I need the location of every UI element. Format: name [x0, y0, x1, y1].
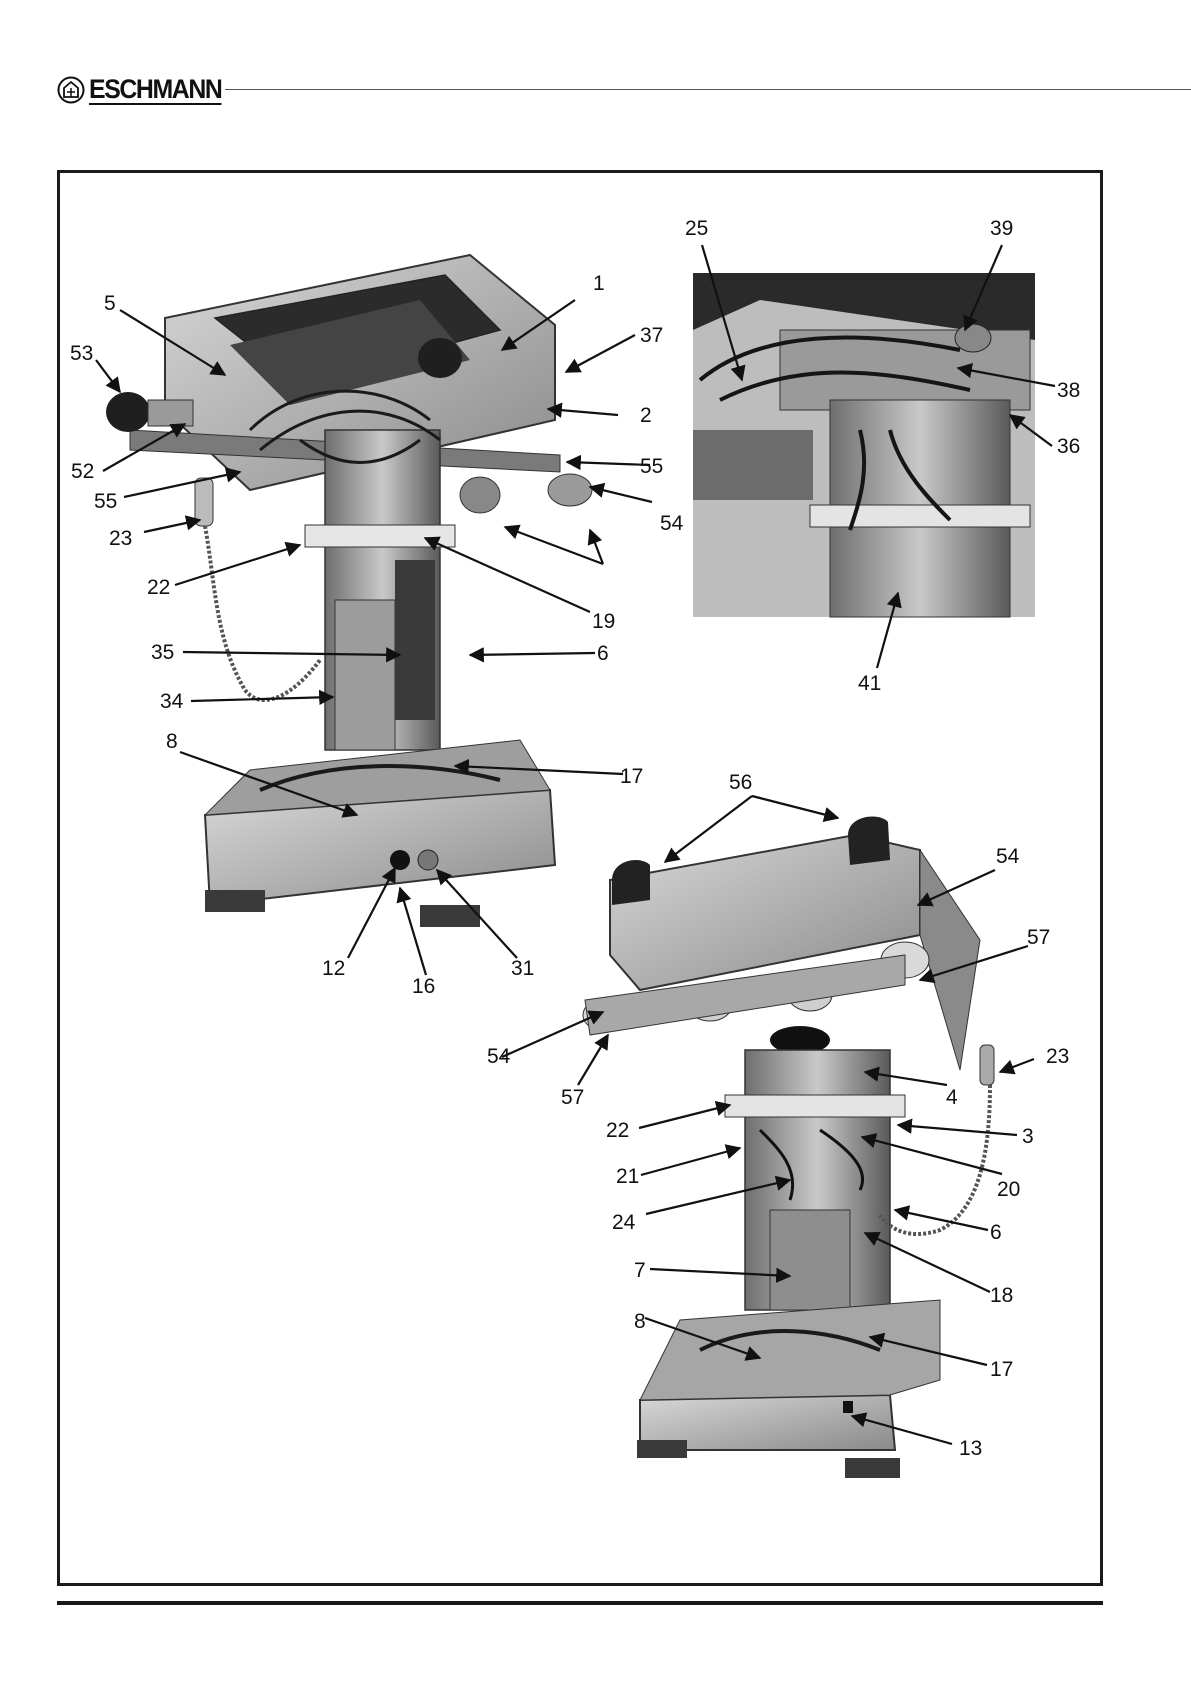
callout-label: 8: [634, 1310, 646, 1333]
callout-label: 25: [685, 217, 708, 240]
callout-label: 5: [104, 292, 116, 315]
callout-label: 3: [1022, 1125, 1034, 1148]
callout-label: 23: [1046, 1045, 1069, 1068]
callout-label: 22: [147, 576, 170, 599]
footer-divider: [57, 1601, 1103, 1605]
bottom-assembly-photo: [583, 816, 994, 1478]
callout-label: 24: [612, 1211, 636, 1234]
callout-label: 13: [959, 1437, 982, 1460]
callout-label: 55: [94, 490, 117, 513]
callout-label: 21: [616, 1165, 639, 1188]
callout-label: 54: [660, 512, 684, 535]
callout-label: 6: [597, 642, 609, 665]
callout-label: 17: [620, 765, 643, 788]
callout-label: 12: [322, 957, 345, 980]
callout-label: 6: [990, 1221, 1002, 1244]
callout-label: 55: [640, 455, 663, 478]
callout-label: 57: [561, 1086, 584, 1109]
callout-label: 39: [990, 217, 1013, 240]
callout-label: 57: [1027, 926, 1050, 949]
callout-label: 31: [511, 957, 534, 980]
callout-label: 17: [990, 1358, 1013, 1381]
callout-label: 35: [151, 641, 174, 664]
callout-label: 22: [606, 1119, 629, 1142]
top-left-assembly-photo: [106, 255, 592, 927]
callout-label: 52: [71, 460, 94, 483]
callout-label: 34: [160, 690, 184, 713]
callout-label: 7: [634, 1259, 646, 1282]
callout-label: 54: [996, 845, 1020, 868]
callout-label: 4: [946, 1086, 958, 1109]
callout-label: 16: [412, 975, 435, 998]
callout-label: 23: [109, 527, 132, 550]
callout-label: 53: [70, 342, 93, 365]
callout-label: 36: [1057, 435, 1080, 458]
callout-label: 56: [729, 771, 752, 794]
callout-label: 37: [640, 324, 663, 347]
callout-label: 18: [990, 1284, 1013, 1307]
callout-label: 2: [640, 404, 652, 427]
callout-label: 8: [166, 730, 178, 753]
callout-label: 19: [592, 610, 615, 633]
top-right-detail-photo: [693, 273, 1035, 617]
callout-label: 38: [1057, 379, 1080, 402]
callout-label: 54: [487, 1045, 511, 1068]
callout-label: 1: [593, 272, 605, 295]
callout-label: 41: [858, 672, 881, 695]
callout-label: 20: [997, 1178, 1020, 1201]
